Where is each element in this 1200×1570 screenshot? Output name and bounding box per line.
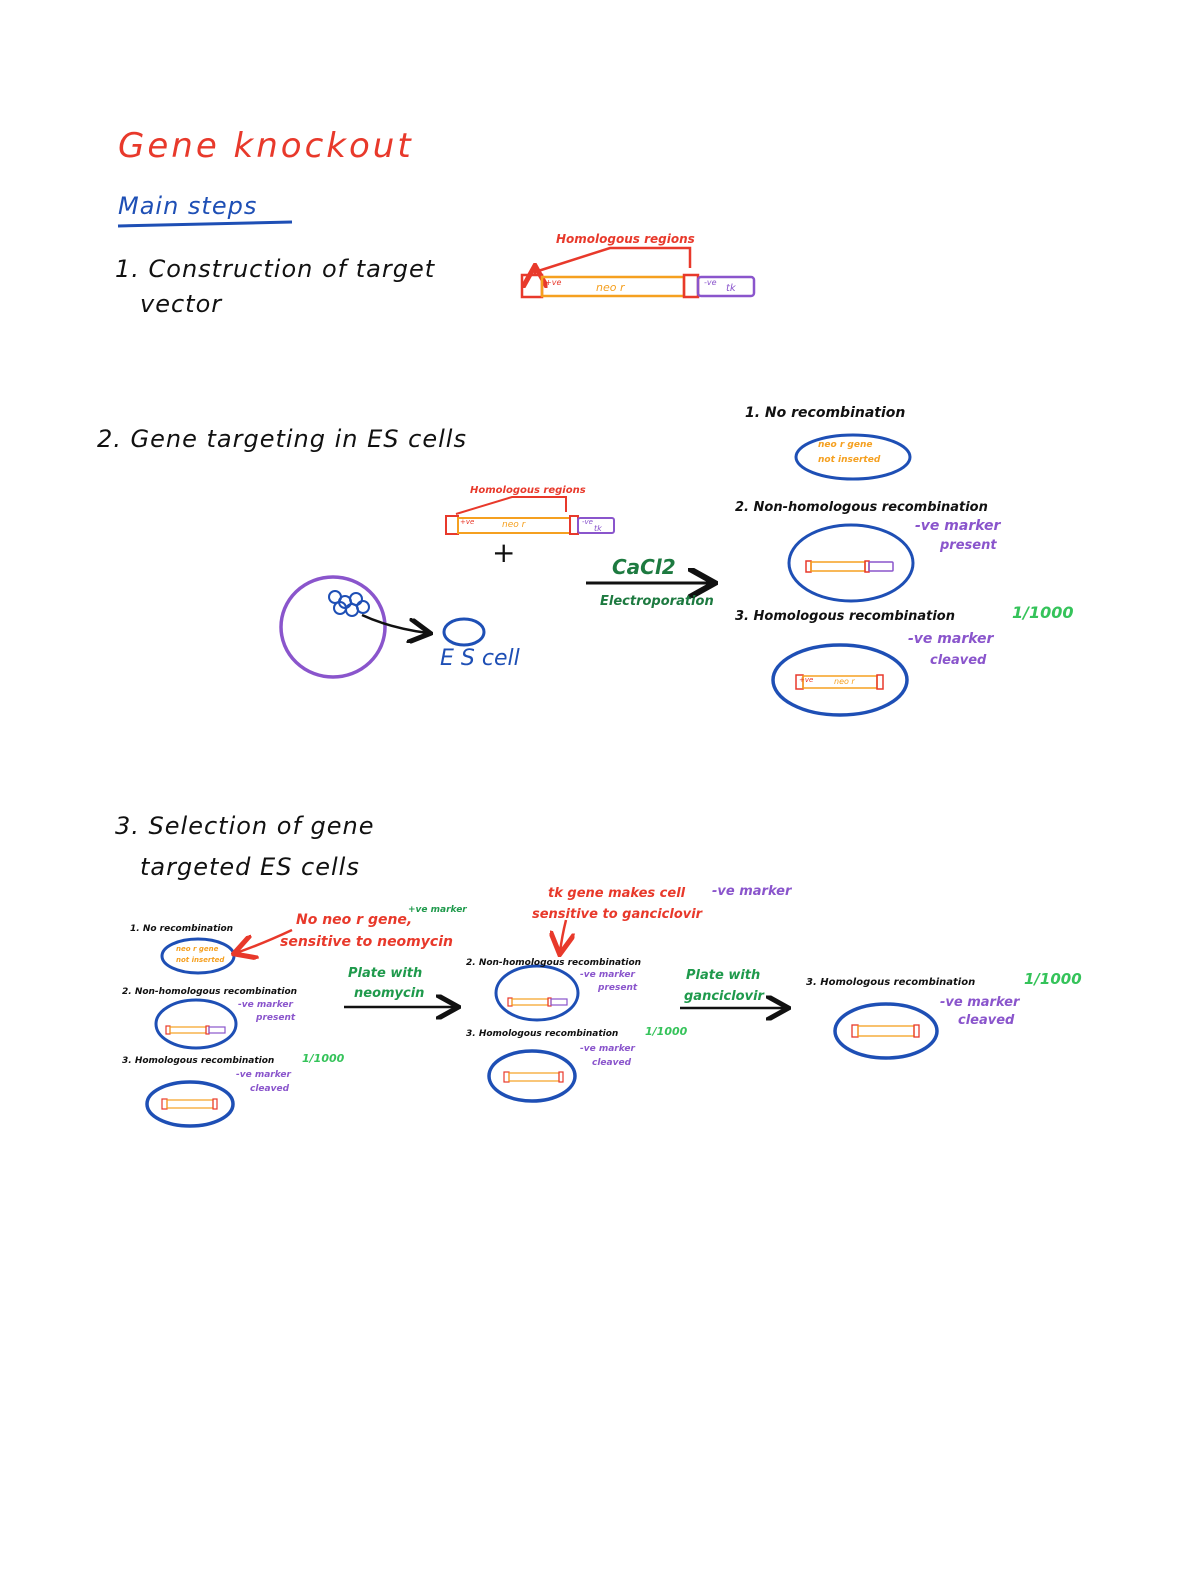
s2-cell-3-insert — [795, 674, 884, 690]
plate1-line2: neomycin — [354, 986, 425, 1001]
s3-left-o1-title: 1. No recombination — [130, 924, 234, 934]
s2-outcome1-inner1: neo r gene — [818, 440, 873, 450]
s3-left-o3-note1: -ve marker — [236, 1070, 291, 1080]
s3-left-o1-inner1: neo r gene — [176, 945, 219, 953]
step2-line1: 2. Gene targeting in ES cells — [97, 425, 467, 453]
subtitle-underline — [117, 220, 293, 228]
s2-cell-2 — [787, 523, 915, 603]
s2-outcome1-title: 1. No recombination — [745, 405, 906, 421]
s3-right-cell-3 — [833, 1002, 939, 1060]
s2-cell-1 — [794, 433, 912, 481]
es-cell-label: E S cell — [440, 646, 520, 671]
s3-left-cell-2-insert — [165, 1025, 226, 1035]
s2-outcome2-title: 2. Non-homologous recombination — [735, 500, 988, 515]
s3-left-o2-note2: present — [256, 1013, 296, 1023]
tk-annotation-line1: tk gene makes cell — [548, 886, 686, 901]
s3-mid-cell-2 — [494, 964, 580, 1022]
s3-mid-o2-note1: -ve marker — [580, 970, 635, 980]
s2-outcome3-freq: 1/1000 — [1012, 603, 1074, 622]
cacl2-label: CaCl2 — [612, 555, 676, 579]
plate2-line2: ganciclovir — [684, 989, 764, 1004]
s2-outcome3-note2: cleaved — [930, 653, 987, 668]
s3-right-o3-freq: 1/1000 — [1024, 970, 1082, 988]
s3-mid-cell-3-insert — [503, 1071, 564, 1083]
tk-annotation-arrow — [560, 919, 566, 952]
s3-mid-o2-note2: present — [598, 983, 638, 993]
s3-mid-o3-freq: 1/1000 — [645, 1025, 688, 1038]
s3-left-cell-3-insert — [161, 1098, 218, 1110]
s3-left-o3-title: 3. Homologous recombination — [122, 1056, 275, 1066]
s3-mid-o3-title: 3. Homologous recombination — [466, 1029, 619, 1039]
page-title: Gene knockout — [118, 126, 414, 166]
electroporation-label: Electroporation — [600, 594, 714, 609]
s3-left-cell-2 — [154, 998, 238, 1050]
tk-label-large: tk — [726, 283, 736, 294]
neo-annotation-line1: No neo r gene, — [296, 912, 413, 928]
step1-line1: 1. Construction of target — [115, 255, 436, 283]
s3-mid-o2-title: 2. Non-homologous recombination — [466, 958, 642, 968]
step3-line1: 3. Selection of gene — [115, 812, 375, 840]
s3-left-o2-note1: -ve marker — [238, 1000, 293, 1010]
tk-annotation-tag: -ve marker — [712, 884, 792, 899]
nve-label-medium: -ve — [582, 518, 593, 526]
s3-left-o3-freq: 1/1000 — [302, 1052, 345, 1065]
s2-cell3-neo: neo r — [834, 677, 855, 686]
s3-right-o3-note2: cleaved — [958, 1013, 1015, 1028]
tk-label-medium: tk — [594, 524, 602, 533]
s3-mid-o3-note2: cleaved — [592, 1058, 632, 1068]
plus-sign: + — [492, 536, 516, 569]
s2-outcome2-note2: present — [940, 538, 997, 553]
s3-right-o3-title: 3. Homologous recombination — [806, 977, 976, 988]
s2-outcome3-note1: -ve marker — [908, 631, 994, 647]
plate2-line1: Plate with — [686, 968, 761, 983]
s3-left-o2-title: 2. Non-homologous recombination — [122, 987, 298, 997]
tk-annotation-line2: sensitive to ganciclovir — [532, 907, 703, 922]
s2-outcome3-title: 3. Homologous recombination — [735, 609, 955, 624]
s2-cell-3 — [771, 643, 909, 717]
plate1-line1: Plate with — [348, 966, 423, 981]
neo-annotation-tag: +ve marker — [408, 905, 467, 915]
page-subtitle: Main steps — [118, 192, 258, 220]
step3-line2: targeted ES cells — [140, 853, 360, 881]
s3-mid-cell-2-insert — [507, 997, 568, 1007]
neo-label-medium: neo r — [502, 520, 526, 530]
homologous-label-medium: Homologous regions — [470, 485, 586, 496]
s3-right-cell-3-insert — [851, 1024, 920, 1038]
blastocyst — [279, 575, 486, 679]
neo-annotation-line2: sensitive to neomycin — [280, 934, 453, 950]
neo-label-large: neo r — [596, 281, 625, 294]
s2-cell3-tve: +ve — [799, 676, 814, 684]
step1-line2: vector — [140, 290, 223, 318]
s3-right-o3-note1: -ve marker — [940, 995, 1020, 1010]
homologous-label-large: Homologous regions — [556, 232, 695, 246]
s3-mid-cell-3 — [487, 1049, 577, 1103]
target-vector-large — [520, 246, 756, 299]
s3-left-o3-note2: cleaved — [250, 1084, 290, 1094]
tve-label-large: +ve — [545, 278, 562, 287]
s3-mid-o3-note1: -ve marker — [580, 1044, 635, 1054]
neo-annotation-arrow — [236, 928, 293, 953]
s2-outcome1-inner2: not inserted — [818, 455, 881, 465]
s3-left-o1-inner2: not inserted — [176, 956, 225, 964]
target-vector-medium — [445, 496, 615, 535]
nve-label-large: -ve — [704, 278, 717, 287]
s2-outcome2-note1: -ve marker — [915, 518, 1001, 534]
s2-cell-2-insert — [805, 560, 894, 573]
s3-left-cell-3 — [145, 1080, 235, 1128]
tve-label-medium: +ve — [460, 518, 475, 526]
